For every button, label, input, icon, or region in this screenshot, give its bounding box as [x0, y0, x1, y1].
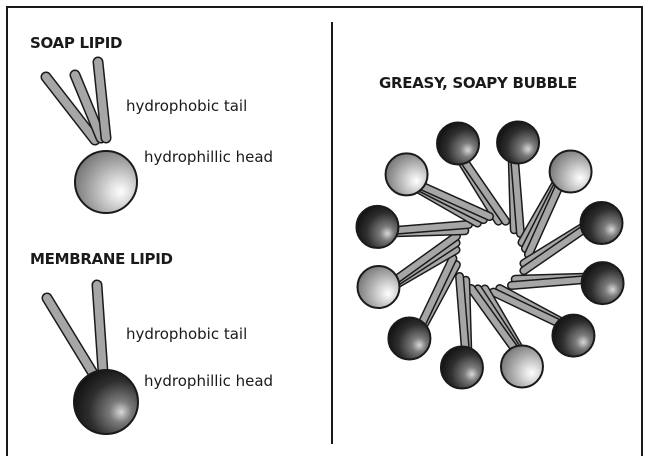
bubble-soap-head: [499, 344, 544, 389]
bubble-membrane-head: [436, 121, 481, 166]
bubble-tail: [417, 181, 495, 222]
panel-divider: [331, 22, 333, 444]
soap-tail-2: [69, 69, 107, 144]
soap-lipid-title: SOAP LIPID: [30, 34, 123, 52]
bubble-tail: [417, 253, 458, 329]
membrane-head: [73, 369, 139, 435]
diagram-frame: [6, 6, 643, 456]
membrane-tail-2: [91, 279, 109, 378]
bubble-title: GREASY, SOAPY BUBBLE: [379, 74, 577, 92]
membrane-tail-label: hydrophobic tail: [126, 325, 248, 343]
bubble-tail: [506, 275, 589, 290]
soap-lipid-molecule: [40, 56, 138, 214]
bubble-membrane-head: [579, 201, 624, 246]
bubble-tail: [519, 224, 589, 276]
soap-head: [74, 150, 138, 214]
bubble-soap-head: [356, 264, 401, 309]
bubble-heads: [355, 120, 625, 390]
bubble-tail: [391, 220, 474, 235]
membrane-tail-1: [41, 292, 100, 381]
bubble-membrane-head: [580, 261, 625, 306]
bubble-tail: [523, 182, 564, 260]
bubble-membrane-head: [387, 316, 432, 361]
soap-tail-3: [92, 56, 112, 144]
bubble-tail: [488, 287, 564, 328]
bubble-membrane-head: [439, 345, 484, 390]
soap-bubble: [355, 120, 625, 390]
soap-tail-1: [40, 71, 101, 146]
bubble-tail: [510, 156, 525, 239]
soap-head-label: hydrophillic head: [144, 148, 274, 166]
bubble-membrane-head: [551, 313, 596, 358]
bubble-soap-head: [548, 149, 593, 194]
membrane-lipid-molecule: [41, 279, 139, 435]
bubble-tail: [455, 271, 470, 354]
bubble-tail: [466, 284, 520, 354]
soap-tail-label: hydrophobic tail: [126, 97, 248, 115]
bubble-membrane-head: [355, 204, 400, 249]
membrane-lipid-title: MEMBRANE LIPID: [30, 250, 173, 268]
bubble-membrane-head: [496, 120, 541, 165]
bubble-tail: [459, 156, 511, 226]
bubble-soap-head: [384, 152, 429, 197]
membrane-head-label: hydrophillic head: [144, 372, 274, 390]
bubble-tail: [391, 231, 461, 285]
bubble-tails: [391, 156, 589, 354]
